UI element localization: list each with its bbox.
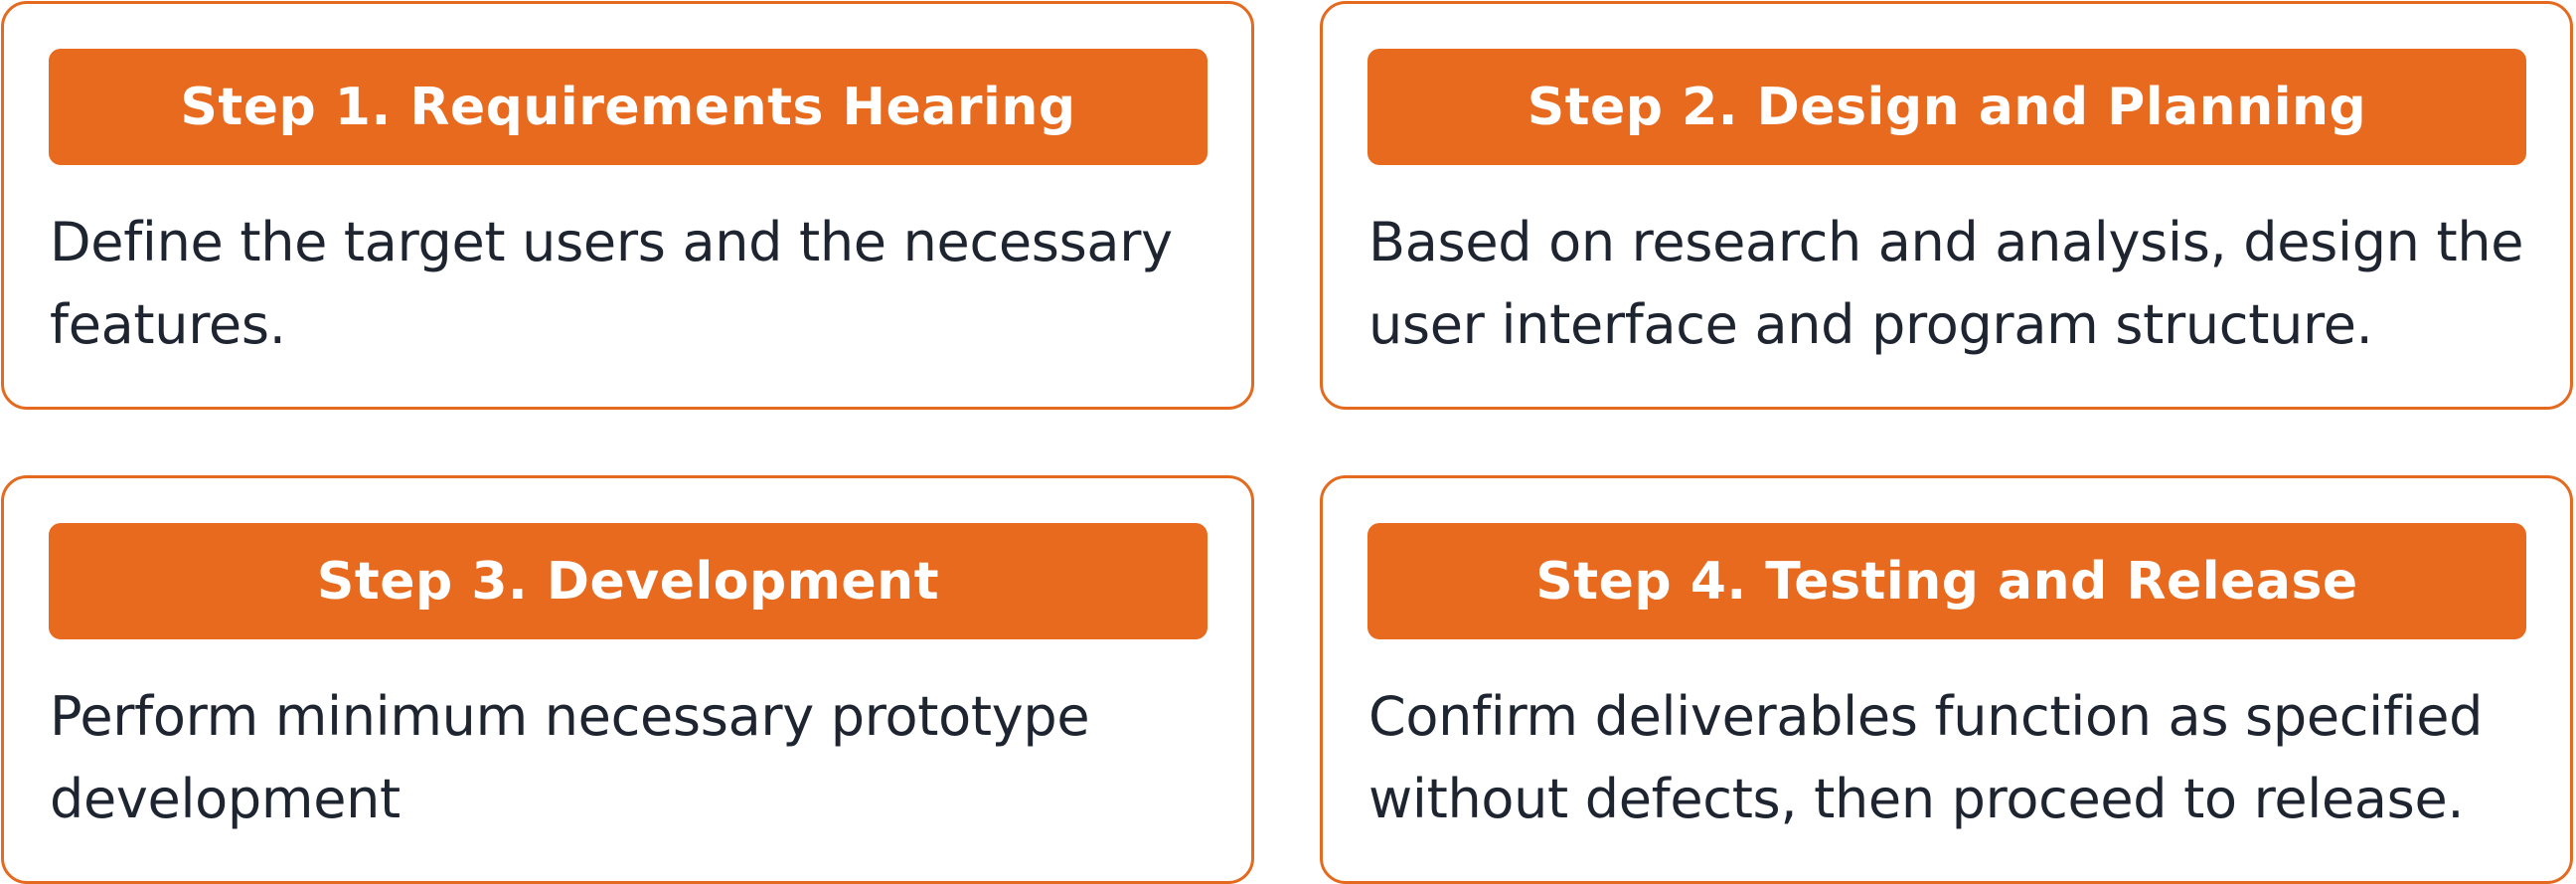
step-card-1: Step 1. Requirements Hearing Define the … [1,1,1254,410]
step-card-2: Step 2. Design and Planning Based on res… [1320,1,2573,410]
step-card-4: Step 4. Testing and Release Confirm deli… [1320,475,2573,884]
step-4-description: Confirm deliverables function as specifi… [1368,685,2484,830]
step-4-header: Step 4. Testing and Release [1368,523,2526,639]
step-card-3: Step 3. Development Perform minimum nece… [1,475,1254,884]
step-1-title: Step 1. Requirements Hearing [180,77,1076,137]
step-2-header: Step 2. Design and Planning [1368,49,2526,165]
step-3-title: Step 3. Development [316,551,940,612]
step-2-title: Step 2. Design and Planning [1527,77,2367,137]
step-1-description: Define the target users and the necessar… [50,211,1173,356]
step-3-description: Perform minimum necessary prototype deve… [50,685,1090,830]
step-4-title: Step 4. Testing and Release [1535,551,2358,612]
step-1-header: Step 1. Requirements Hearing [49,49,1208,165]
step-3-header: Step 3. Development [49,523,1208,639]
step-2-description: Based on research and analysis, design t… [1368,211,2524,356]
